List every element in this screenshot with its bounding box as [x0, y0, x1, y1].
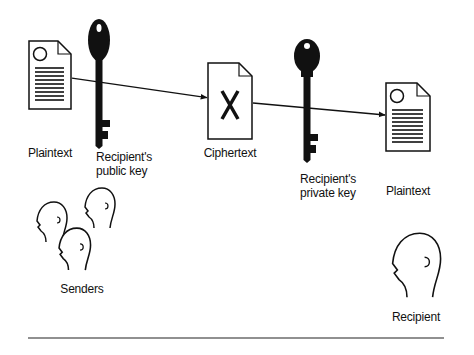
document-line [392, 141, 423, 143]
document-line [35, 75, 64, 77]
node-label: Plaintext [372, 184, 444, 198]
document-line [392, 125, 423, 127]
node-icon [28, 40, 72, 110]
node-outline [385, 82, 431, 152]
document-outline [386, 83, 430, 151]
cipher-mark [222, 91, 238, 119]
document-line [392, 113, 423, 115]
document-node: Ciphertext [190, 60, 270, 162]
document-emblem [391, 90, 404, 103]
document-fold [239, 63, 252, 76]
bottom-rule [28, 337, 444, 338]
key-symbol [294, 39, 320, 163]
arrow-connector [253, 103, 385, 115]
person-head [393, 233, 441, 297]
document-outline [208, 63, 252, 139]
node-label: Recipient [380, 310, 452, 324]
node-outline [28, 40, 72, 110]
node-icon [86, 18, 112, 150]
document-line [35, 87, 64, 89]
document-line [392, 121, 423, 123]
node-icon [293, 38, 321, 164]
document-node: Plaintext [370, 80, 446, 200]
document-line [35, 67, 64, 69]
node-outline [207, 62, 253, 140]
arrow-connector [72, 78, 207, 98]
node-label: Ciphertext [192, 146, 268, 160]
document-line [35, 79, 64, 81]
document-fold [58, 41, 71, 54]
person-node: Recipient [378, 228, 454, 326]
node-label: Plaintext [16, 146, 84, 160]
key-symbol [88, 19, 110, 149]
document-line [35, 71, 64, 73]
person-node: Senders [34, 184, 128, 298]
document-line [35, 83, 64, 85]
key-node: Recipient's private key [291, 36, 380, 202]
document-line [392, 133, 423, 135]
person-head [85, 188, 115, 228]
node-icon [385, 82, 431, 152]
node-icon [390, 230, 442, 302]
node-label: Recipient's public key [96, 150, 170, 178]
document-line [35, 95, 64, 97]
document-line [392, 117, 423, 119]
key-node: Recipient's public key [84, 16, 172, 180]
node-outline [36, 186, 126, 276]
node-outline [390, 230, 442, 302]
person-head [59, 228, 91, 270]
node-label: Senders [46, 282, 118, 296]
document-fold [417, 83, 430, 96]
document-outline [29, 41, 71, 109]
node-label: Recipient's private key [300, 172, 378, 200]
document-line [392, 129, 423, 131]
node-outline [86, 18, 112, 150]
node-icon [207, 62, 253, 140]
node-icon [36, 186, 126, 276]
document-node: Plaintext [14, 38, 86, 162]
document-emblem [34, 48, 47, 61]
document-line [35, 91, 64, 93]
node-outline [293, 38, 321, 164]
document-line [35, 99, 64, 101]
document-line [392, 137, 423, 139]
document-line [392, 109, 423, 111]
